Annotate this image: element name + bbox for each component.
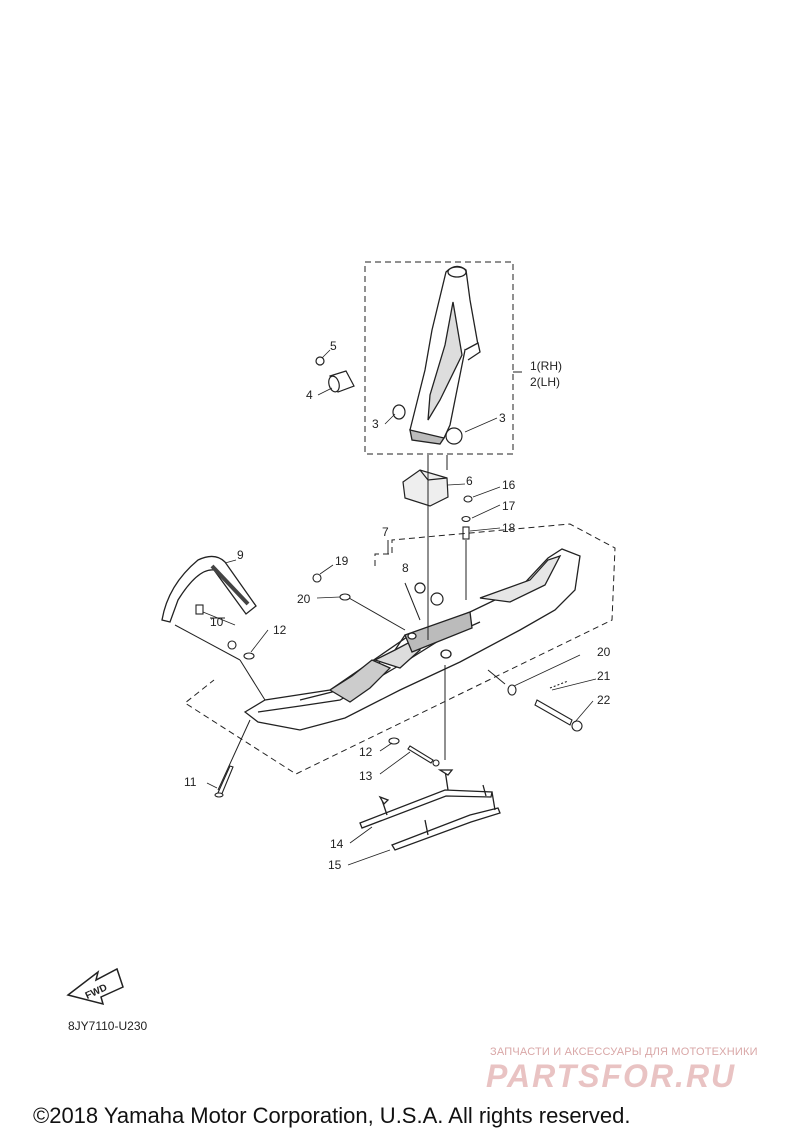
- callout-1: 1(RH): [530, 359, 562, 373]
- callout-numbers: 1(RH) 2(LH) 3 3 4 5 6 7 8 9 10 11 12 12 …: [184, 339, 611, 872]
- ski-bumper: [402, 469, 449, 507]
- ski-body: [243, 548, 581, 731]
- callout-4: 4: [306, 388, 313, 402]
- ski-runner-14: [359, 769, 493, 829]
- callout-16: 16: [502, 478, 516, 492]
- callout-21: 21: [597, 669, 611, 683]
- ski-runner-15: [391, 791, 501, 851]
- callout-11: 11: [184, 775, 197, 789]
- copyright-notice: ©2018 Yamaha Motor Corporation, U.S.A. A…: [33, 1103, 631, 1128]
- bolt-part-5: [315, 356, 325, 366]
- bolt-part-11: [214, 765, 234, 798]
- callout-12-lower: 12: [359, 745, 373, 759]
- callout-6: 6: [466, 474, 473, 488]
- callout-2: 2(LH): [530, 375, 560, 389]
- callout-5: 5: [330, 339, 337, 353]
- callout-14: 14: [330, 837, 344, 851]
- spindle-group-box: [364, 261, 514, 455]
- callout-12-upper: 12: [273, 623, 287, 637]
- nut-washer-10-12: [195, 604, 255, 660]
- fwd-arrow-icon: FWD: [66, 967, 124, 1006]
- ski-spindle: [409, 265, 481, 445]
- callout-7: 7: [382, 525, 389, 539]
- callout-18: 18: [502, 521, 516, 535]
- watermark-tagline: ЗАПЧАСТИ И АКСЕССУАРЫ ДЛЯ МОТОТЕХНИКИ: [490, 1046, 758, 1058]
- callout-20-right: 20: [597, 645, 611, 659]
- callout-8: 8: [402, 561, 409, 575]
- callout-13: 13: [359, 769, 373, 783]
- ski-group-box: [184, 523, 616, 775]
- washer-bolt-12-13: [388, 737, 440, 767]
- collar-part: [328, 370, 355, 393]
- bushing-parts: [392, 404, 463, 445]
- callout-20-left: 20: [297, 592, 311, 606]
- bolt-hardware-20-21-22: [507, 680, 583, 732]
- callout-leaders: [202, 349, 597, 866]
- callout-15: 15: [328, 858, 342, 872]
- callout-3-right: 3: [499, 411, 506, 425]
- watermark-logo: PARTSFOR.RU: [486, 1058, 737, 1094]
- callout-22: 22: [597, 693, 611, 707]
- callout-17: 17: [502, 499, 516, 513]
- ski-handle: [161, 555, 257, 623]
- callout-19: 19: [335, 554, 349, 568]
- diagram-code: 8JY7110-U230: [68, 1019, 148, 1033]
- callout-10: 10: [210, 615, 224, 629]
- callout-9: 9: [237, 548, 244, 562]
- nut-washer-19-20: [312, 573, 351, 601]
- assembly-lines: [174, 455, 506, 791]
- callout-3-left: 3: [372, 417, 379, 431]
- nut-parts-8: [414, 582, 444, 606]
